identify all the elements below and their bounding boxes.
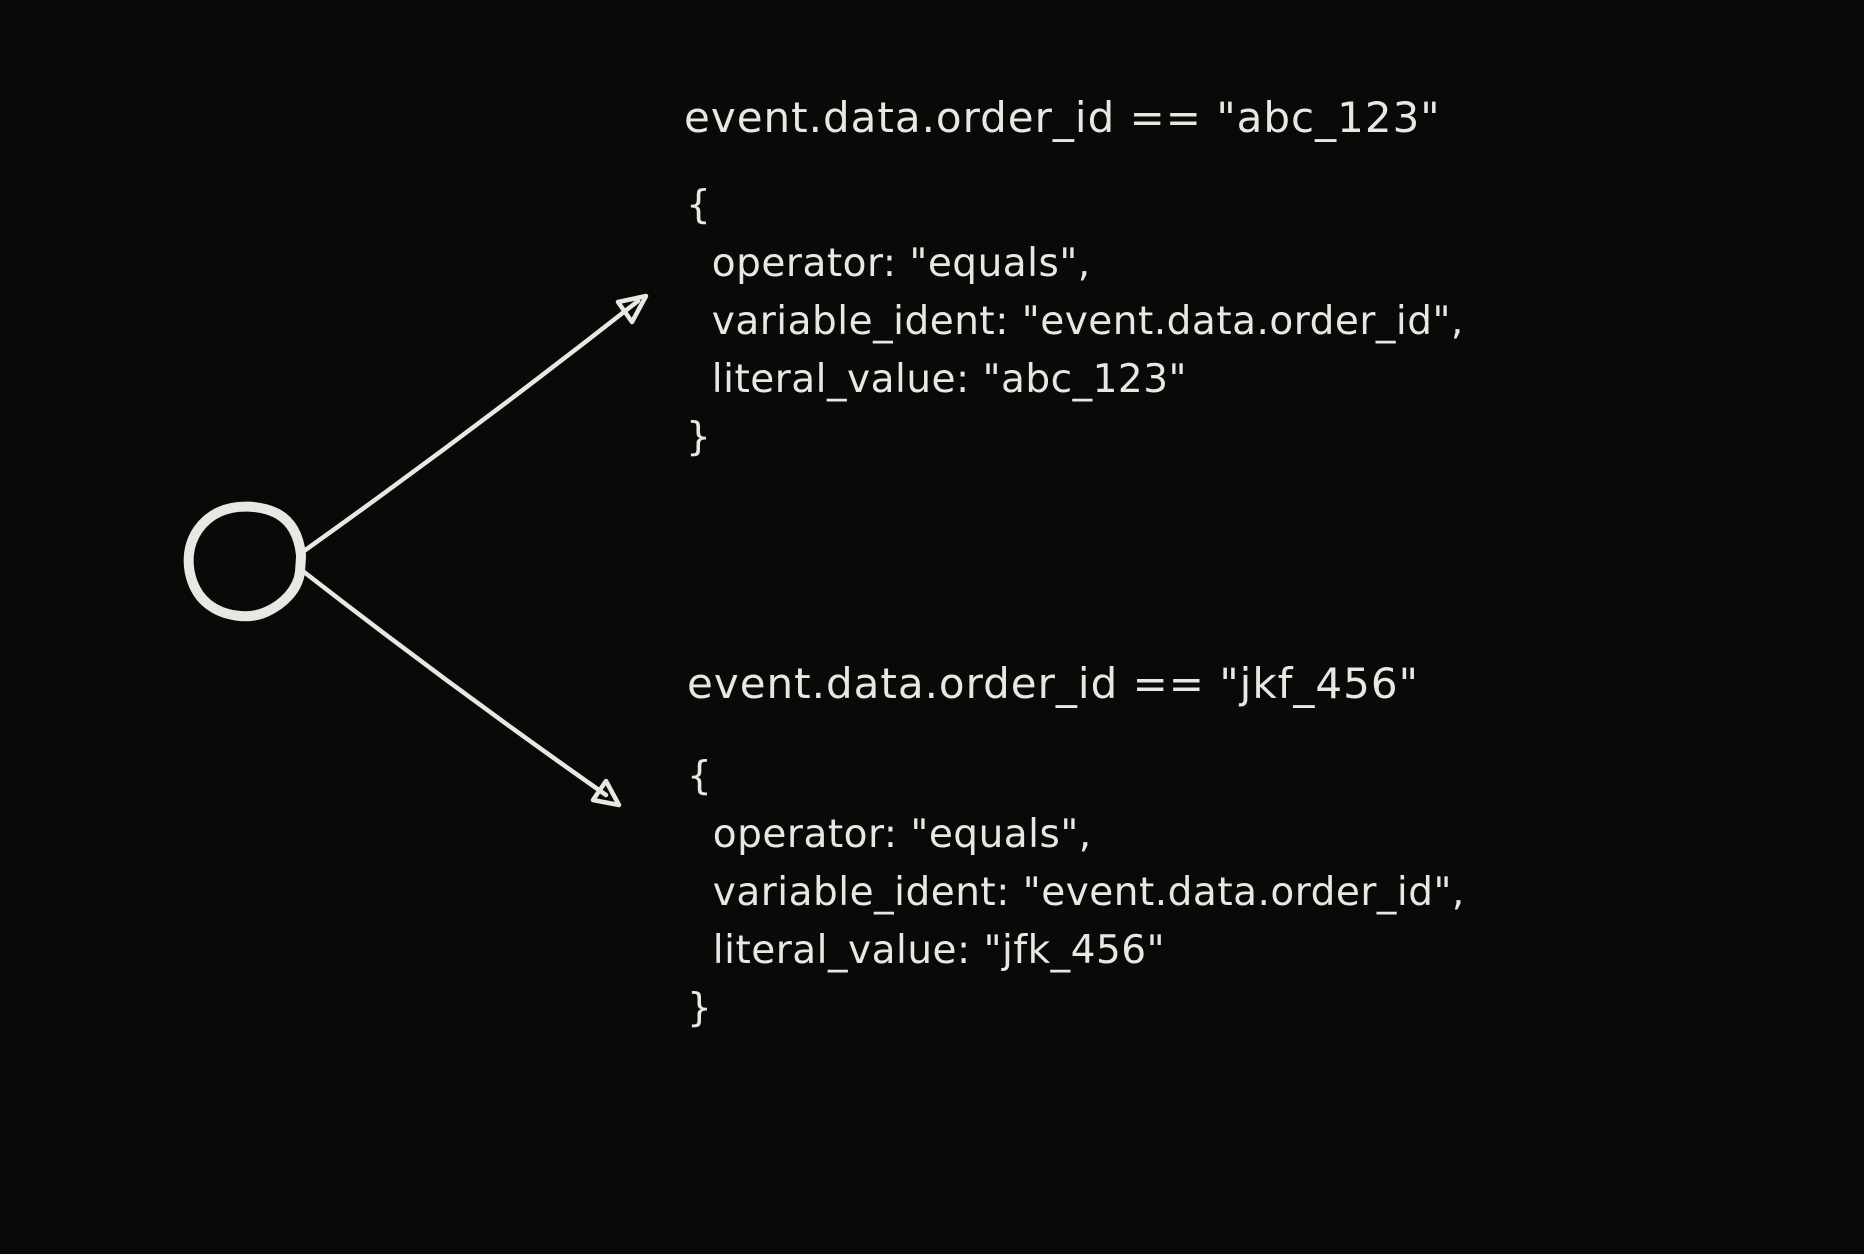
arrow-line [301, 298, 641, 554]
branch-2-expression: event.data.order_id == "jkf_456" [687, 659, 1419, 708]
branch-1-condition-json: { operator: "equals", variable_ident: "e… [686, 177, 1464, 467]
arrowhead [590, 778, 622, 808]
code-line: operator: "equals", [687, 812, 1092, 857]
code-line: literal_value: "jfk_456" [687, 928, 1166, 973]
code-line: variable_ident: "event.data.order_id", [687, 870, 1465, 915]
arrowhead [615, 293, 649, 325]
start-node-circle [183, 501, 306, 622]
code-line: { [687, 754, 713, 799]
code-line: { [686, 183, 712, 228]
arrow-to-branch-1 [301, 293, 649, 554]
branch-2-condition-json: { operator: "equals", variable_ident: "e… [687, 748, 1465, 1038]
code-line: variable_ident: "event.data.order_id", [686, 299, 1464, 344]
code-line: operator: "equals", [686, 241, 1091, 286]
branch-1-expression: event.data.order_id == "abc_123" [684, 93, 1441, 142]
arrow-line [301, 569, 609, 798]
code-line: } [687, 986, 713, 1031]
code-line: literal_value: "abc_123" [686, 357, 1187, 402]
arrow-to-branch-2 [301, 569, 622, 808]
code-line: } [686, 415, 712, 460]
